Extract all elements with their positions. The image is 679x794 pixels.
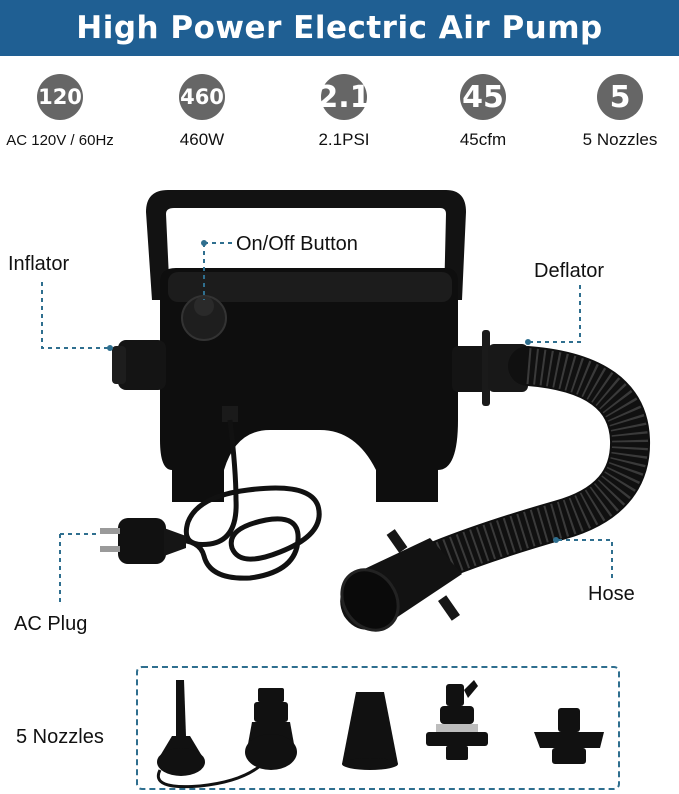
spec-airflow: 45 45cfm	[423, 74, 543, 150]
spec-label: 5 Nozzles	[582, 130, 658, 149]
spec-badge: 2.1	[317, 74, 371, 120]
power-button-cap	[194, 296, 214, 316]
ac-plug	[118, 518, 166, 564]
spec-label: 460W	[179, 130, 225, 149]
pump-handle	[146, 190, 466, 300]
callout-deflator: Deflator	[534, 260, 605, 282]
spec-power: 460 460W	[142, 74, 262, 150]
spec-pressure: 2.1 2.1PSI	[284, 74, 404, 150]
spec-badge: 460	[179, 74, 225, 120]
pump-top-band	[168, 272, 452, 302]
callout-hose: Hose	[588, 583, 635, 605]
inflator-port	[118, 340, 166, 390]
nozzle-flat-adapter	[534, 708, 604, 764]
leader-lines	[41, 242, 613, 602]
spec-label: AC 120V / 60Hz	[6, 132, 114, 149]
callout-on-off-button: On/Off Button	[236, 233, 358, 255]
spec-label: 45cfm	[459, 130, 507, 149]
nozzle-stepped	[245, 688, 297, 770]
page-banner: High Power Electric Air Pump	[0, 0, 679, 56]
callout-inflator: Inflator	[8, 253, 70, 275]
nozzle-set	[156, 680, 604, 789]
callout-nozzles: 5 Nozzles	[16, 726, 104, 748]
callout-ac-plug: AC Plug	[14, 613, 88, 635]
nozzle-wide-cone	[342, 692, 398, 770]
nozzle-valve-adapter	[426, 680, 488, 760]
spec-badge: 120	[37, 74, 83, 120]
power-cord	[175, 419, 322, 581]
spec-nozzles: 5 5 Nozzles	[560, 74, 679, 150]
spec-badge: 5	[597, 74, 643, 120]
spec-label: 2.1PSI	[318, 130, 370, 149]
nozzle-frame	[136, 666, 620, 790]
spec-voltage: 120 AC 120V / 60Hz	[0, 74, 120, 149]
nozzle-cone-tip	[156, 680, 261, 789]
spec-badge: 45	[460, 74, 506, 120]
banner-title: High Power Electric Air Pump	[76, 10, 603, 46]
